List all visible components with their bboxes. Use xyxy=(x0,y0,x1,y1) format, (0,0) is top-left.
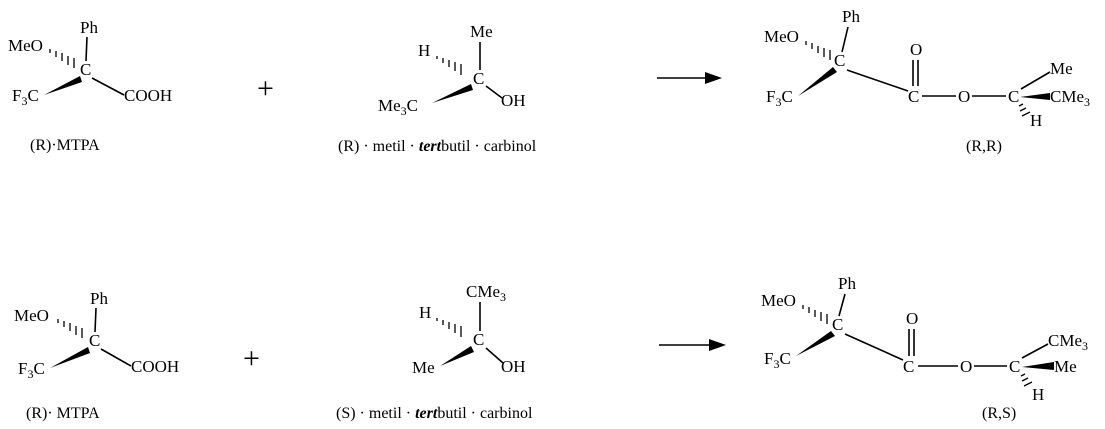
cf3-label: F3C xyxy=(764,349,791,371)
hydrogen-label: H xyxy=(1030,111,1042,130)
carbonyl-carbon: C xyxy=(908,87,919,106)
hashed-bond-c-h xyxy=(436,56,462,75)
cf3-label: F3C xyxy=(18,359,45,381)
cf3-label: F3C xyxy=(766,87,793,109)
caption-mtpa: (R)·MTPA xyxy=(30,137,100,154)
alcohol-molecule-2: CMe3 H C Me OH xyxy=(412,282,526,377)
wedge-bond-c-me xyxy=(1022,362,1054,370)
phenyl-label: Ph xyxy=(838,274,856,293)
carboxyl-label: COOH xyxy=(131,357,179,376)
reaction-arrow-2 xyxy=(659,339,726,351)
hashed-bond-c-ome xyxy=(57,319,83,338)
wedge-bond-c-cf3 xyxy=(50,347,90,368)
bond-c-ph xyxy=(838,293,846,317)
ester-stereocenter-carbon: C xyxy=(1008,87,1019,106)
ester-oxygen-label: O xyxy=(958,87,970,106)
ester-oxygen-label: O xyxy=(960,357,972,376)
hashed-bond-c-h xyxy=(1020,373,1033,387)
carbonyl-oxygen-label: O xyxy=(906,309,918,328)
carbonyl-carbon: C xyxy=(903,357,914,376)
stereocenter-carbon: C xyxy=(832,315,843,334)
bond-c-carbonyl xyxy=(846,69,909,92)
caption-alcohol: (S) · metil · tertbutil · carbinol xyxy=(336,405,533,422)
caption-product: (R,S) xyxy=(982,405,1016,422)
stereocenter-carbon: C xyxy=(834,51,845,70)
plus-sign-2: + xyxy=(243,342,260,375)
methyl-label: Me xyxy=(412,358,435,377)
methoxy-label: MeO xyxy=(8,36,43,55)
methyl-label: Me xyxy=(470,22,493,41)
tert-butyl-label: CMe3 xyxy=(1048,331,1088,353)
hydrogen-label: H xyxy=(418,41,430,60)
ester-stereocenter-carbon: C xyxy=(1009,357,1020,376)
bond-c-cooh xyxy=(91,77,125,96)
methoxy-label: MeO xyxy=(14,306,49,325)
wedge-bond-c-cf3 xyxy=(796,331,835,356)
carbinol-carbon: C xyxy=(473,69,484,88)
bond-c-ph xyxy=(94,307,97,333)
methyl-label: Me xyxy=(1054,357,1077,376)
carbinol-carbon: C xyxy=(473,330,484,349)
stereocenter-carbon: C xyxy=(89,331,100,350)
caption-alcohol: (R) · metil · tertbutil · carbinol xyxy=(338,138,537,155)
phenyl-label: Ph xyxy=(90,289,108,308)
caption-mtpa: (R)· MTPA xyxy=(26,405,100,422)
tert-butyl-label: Me3C xyxy=(378,96,418,118)
stereocenter-carbon: C xyxy=(80,60,91,79)
bond-c-oh xyxy=(485,347,504,364)
hashed-bond-c-ome xyxy=(49,49,75,68)
wedge-bond-c-cf3 xyxy=(44,76,82,95)
cf3-label: F3C xyxy=(12,86,39,108)
methoxy-label: MeO xyxy=(761,291,796,310)
wedge-bond-c-cme3 xyxy=(432,84,473,103)
reaction-1: Ph MeO C F3C COOH + Me H C Me3C OH xyxy=(8,7,1090,155)
alcohol-molecule-1: Me H C Me3C OH xyxy=(378,22,526,118)
plus-sign-1: + xyxy=(257,72,274,105)
carboxyl-label: COOH xyxy=(124,86,172,105)
carbonyl-oxygen-label: O xyxy=(910,40,922,59)
phenyl-label: Ph xyxy=(842,7,860,26)
hashed-bond-c-h xyxy=(1018,103,1031,117)
hashed-bond-c-ome xyxy=(802,305,828,324)
phenyl-label: Ph xyxy=(80,18,98,37)
bond-c-ph xyxy=(85,36,88,62)
ester-product-rs: Ph MeO C O F3C CMe3 C O C Me H xyxy=(761,274,1088,404)
bond-c-cme3 xyxy=(1021,343,1049,359)
wedge-bond-c-cf3 xyxy=(798,67,837,96)
reaction-arrow-1 xyxy=(657,72,722,84)
ester-product-rr: Ph MeO C O Me F3C C O C CMe3 H xyxy=(764,7,1090,130)
hydrogen-label: H xyxy=(1032,385,1044,404)
mtpa-molecule-1: Ph MeO C F3C COOH xyxy=(8,18,172,108)
hashed-bond-c-h xyxy=(436,318,462,337)
mtpa-molecule-2: Ph MeO C F3C COOH xyxy=(14,289,179,381)
hydroxyl-label: OH xyxy=(501,357,526,376)
bond-c-me xyxy=(1020,71,1051,90)
hydroxyl-label: OH xyxy=(501,91,526,110)
methoxy-label: MeO xyxy=(764,27,799,46)
reaction-2: Ph MeO C F3C COOH + CMe3 H C Me OH xyxy=(14,274,1088,422)
hashed-bond-c-ome xyxy=(805,41,831,60)
bond-c-ph xyxy=(841,26,849,53)
bond-c-carbonyl xyxy=(844,333,904,361)
tert-butyl-label: CMe3 xyxy=(466,282,506,304)
tert-butyl-label: CMe3 xyxy=(1050,87,1090,109)
bond-c-cooh xyxy=(100,348,132,367)
caption-product: (R,R) xyxy=(966,138,1002,155)
methyl-label: Me xyxy=(1050,59,1073,78)
wedge-bond-c-me xyxy=(440,346,474,366)
bond-c-oh xyxy=(485,85,503,99)
wedge-bond-c-cme3 xyxy=(1020,93,1050,100)
hydrogen-label: H xyxy=(419,303,431,322)
